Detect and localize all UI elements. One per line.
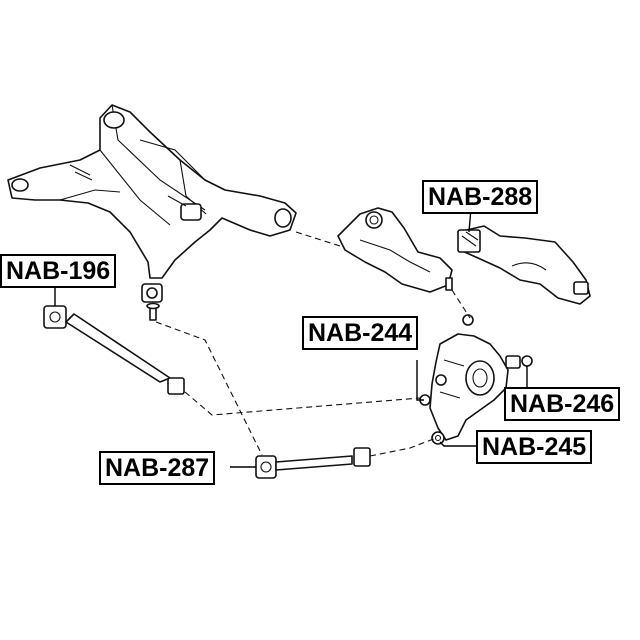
assembly-lines [155,231,471,457]
label-nab-287[interactable]: NAB-287 [99,451,216,485]
label-nab-245[interactable]: NAB-245 [476,430,593,464]
subframe-bushing [141,283,163,321]
rear-subframe [7,104,297,279]
label-nab-288[interactable]: NAB-288 [422,180,539,214]
label-nab-196[interactable]: NAB-196 [0,254,117,288]
label-nab-244[interactable]: NAB-244 [302,316,419,350]
toe-link [255,447,371,479]
stabilizer-link [43,305,185,395]
rear-knuckle [419,314,533,445]
upper-control-arm [337,207,453,293]
lower-control-arm [457,225,591,305]
label-nab-246[interactable]: NAB-246 [504,387,621,421]
